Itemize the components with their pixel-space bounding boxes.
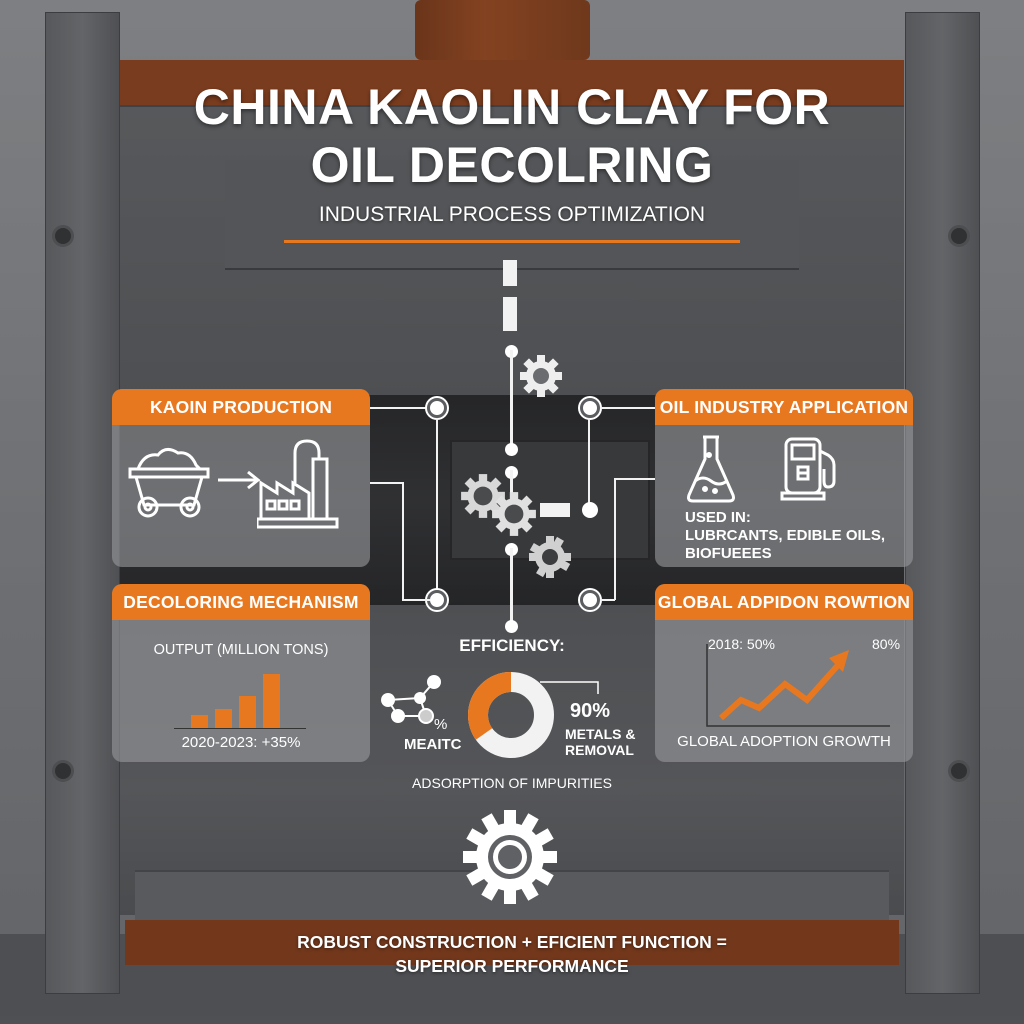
card-kaolin-production: KAOIN PRODUCTION [112, 389, 370, 567]
callout-line [540, 681, 599, 694]
molecule-icon [381, 675, 441, 724]
title-line-2: OIL DECOLRING [310, 137, 714, 193]
donut-label: METALS & REMOVAL [565, 726, 636, 758]
bottom-plate [125, 920, 899, 965]
subtitle: INDUSTRIAL PROCESS OPTIMIZATION [318, 203, 706, 226]
large-gear-icon [463, 810, 557, 904]
title-line-1: CHINA KAOLIN CLAY FOR [193, 79, 831, 135]
used-in-line-2: BIOFUEEES [685, 545, 772, 562]
arrow-right-icon [218, 470, 261, 490]
bar-2021 [215, 709, 232, 728]
end-label: 80% [872, 636, 901, 652]
card-title: OIL INDUSTRY APPLICATION [655, 389, 913, 425]
bar-2023 [263, 674, 280, 728]
used-in-label: USED IN: [685, 509, 751, 526]
footer-tagline: ROBUST CONSTRUCTION + EFICIENT FUNCTION … [0, 930, 1024, 978]
chart-caption: GLOBAL ADOPTION GROWTH [677, 733, 891, 750]
card-oil-industry-application: OIL INDUSTRY APPLICATION USED IN: LUBRCA… [655, 389, 913, 567]
molecule-label: MEAITC [404, 736, 462, 753]
fuel-pump-icon [780, 437, 836, 501]
chart-caption: 2020-2023: +35% [181, 734, 301, 751]
footer-line-1: ROBUST CONSTRUCTION + EFICIENT FUNCTION … [297, 932, 727, 952]
bar-2020 [191, 715, 208, 728]
bar-chart-output [174, 672, 306, 729]
page-title: CHINA KAOLIN CLAY FOR OIL DECOLRING [0, 78, 1024, 194]
card-title: GLOBAL ADPIDON ROWTION [655, 584, 913, 620]
efficiency-label: EFFICIENCY: [459, 636, 565, 655]
donut-chart-efficiency [468, 672, 554, 758]
card-title: DECOLORING MECHANISM [112, 584, 370, 620]
card-decoloring-mechanism: DECOLORING MECHANISM OUTPUT (MILLION TON… [112, 584, 370, 762]
molecule-percent: % [434, 716, 448, 733]
bar-2022 [239, 696, 256, 728]
donut-label-line-1: METALS & [565, 726, 636, 742]
gear-icon [461, 474, 505, 518]
chart-label: OUTPUT (MILLION TONS) [153, 642, 329, 658]
gear-icon [529, 536, 571, 578]
adsorption-label: ADSORPTION OF IMPURITIES [412, 775, 612, 791]
card-title: KAOIN PRODUCTION [112, 389, 370, 425]
gear-icon [520, 355, 562, 397]
used-in-line-1: LUBRCANTS, EDIBLE OILS, [685, 527, 886, 544]
flask-icon [687, 435, 735, 503]
gear-icon [492, 492, 536, 536]
hydraulic-cylinder [415, 0, 590, 60]
factory-icon [257, 439, 339, 529]
title-divider [284, 240, 740, 243]
mine-cart-icon [128, 448, 210, 518]
donut-label-line-2: REMOVAL [565, 742, 634, 758]
donut-value: 90% [570, 700, 611, 722]
start-label: 2018: 50% [708, 636, 775, 652]
card-global-adoption-growth: GLOBAL ADPIDON ROWTION 2018: 50% 80% GLO… [655, 584, 913, 762]
line-chart-adoption [706, 644, 890, 727]
footer-line-2: SUPERIOR PERFORMANCE [395, 956, 629, 976]
top-plate [120, 60, 904, 105]
frame-right [905, 12, 980, 994]
